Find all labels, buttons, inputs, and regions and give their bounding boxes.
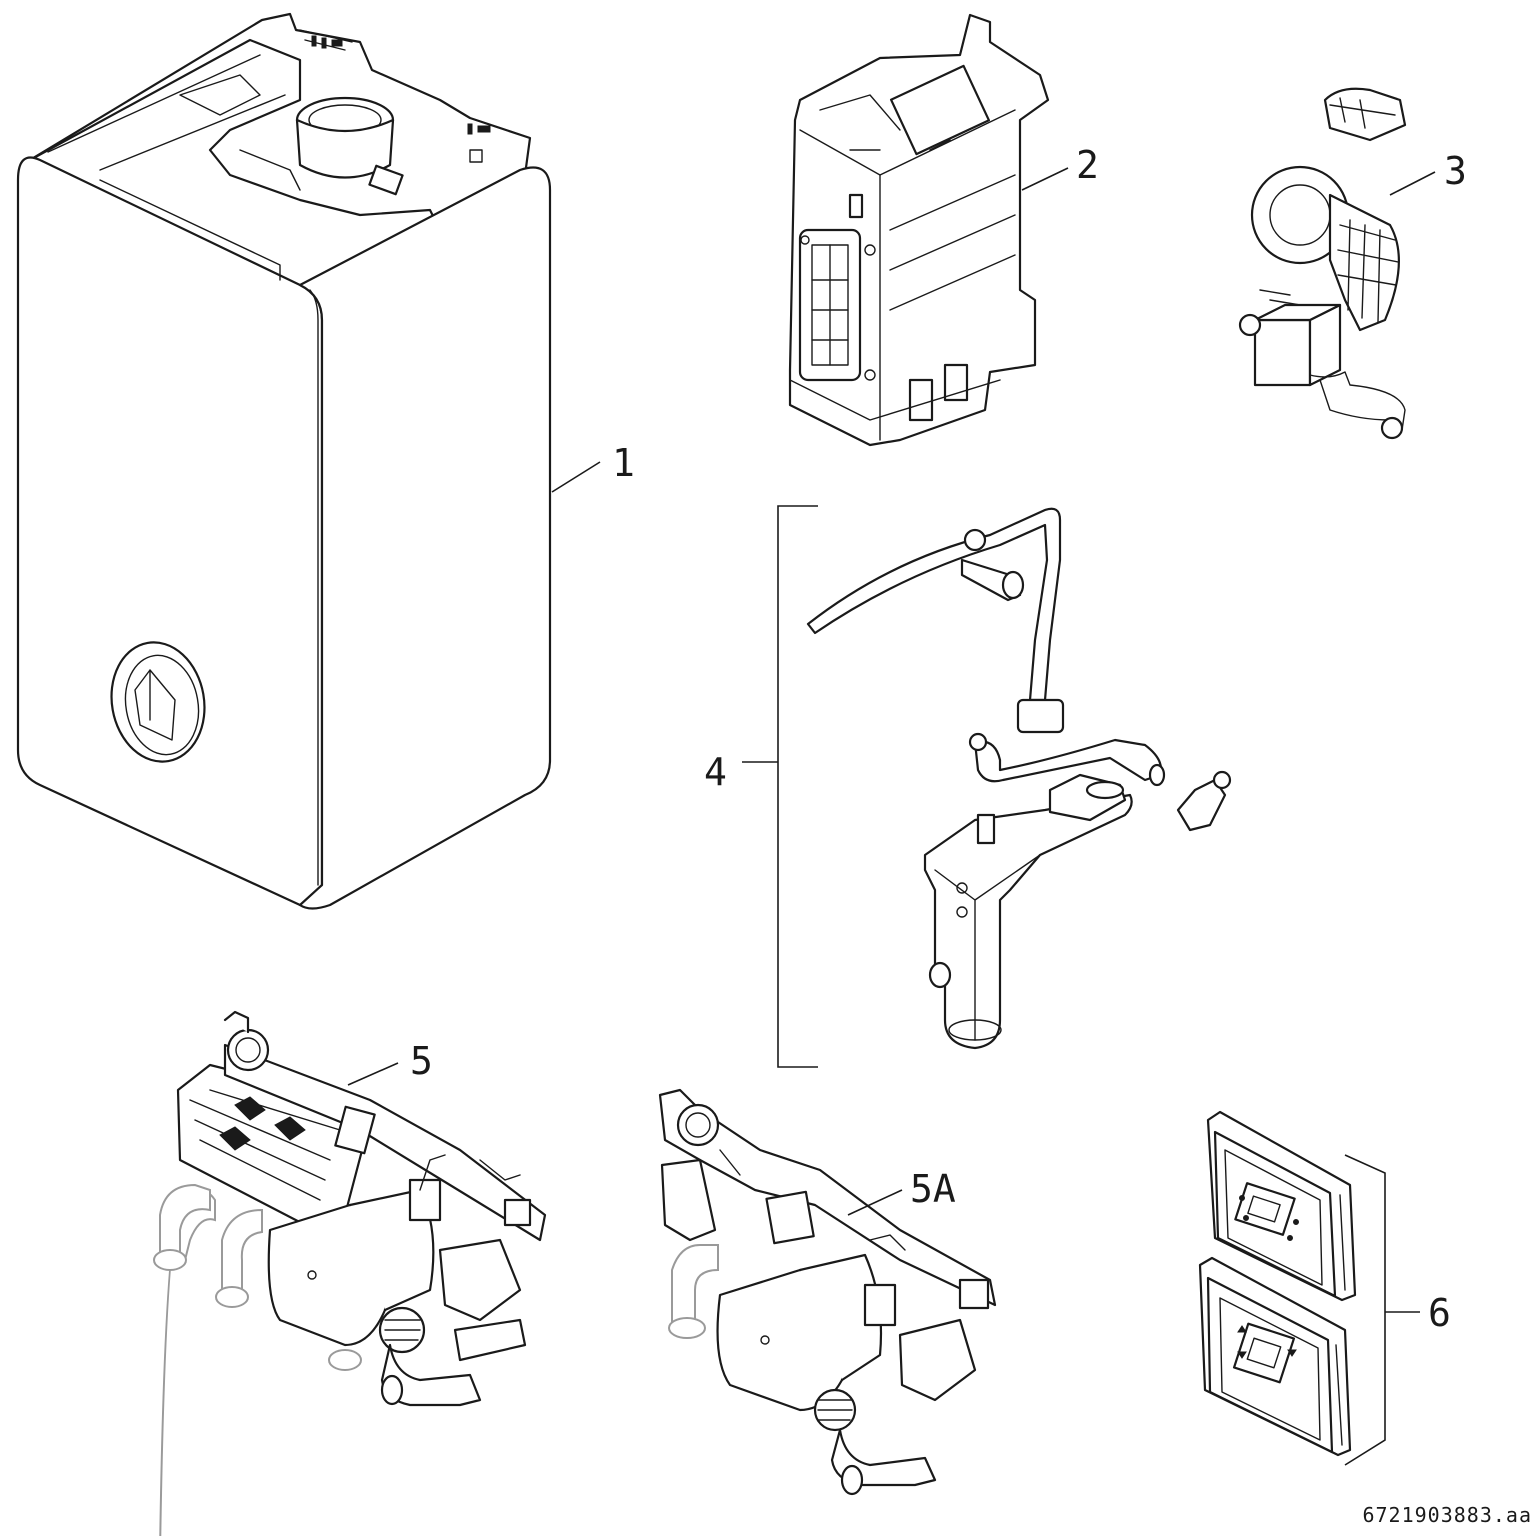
- callout-2: 2: [1076, 143, 1099, 187]
- part-3-fan-gas-valve: [1238, 87, 1407, 440]
- callout-3: 3: [1444, 149, 1467, 193]
- document-id: 6721903883.aa: [1362, 1503, 1532, 1527]
- callout-1: 1: [612, 441, 635, 485]
- callout-5: 5: [410, 1039, 433, 1083]
- part-4-pipe-set-siphon: [806, 507, 1232, 1050]
- callout-4: 4: [704, 750, 727, 794]
- part-6-control-units: [1198, 1110, 1357, 1457]
- part-5-hydraulic-block: [153, 1010, 547, 1536]
- part-1-boiler-casing: [16, 12, 552, 910]
- part-2-heat-exchanger: [788, 13, 1050, 447]
- part-5a-hydraulic-block: [658, 1088, 997, 1496]
- callout-5a: 5A: [910, 1167, 956, 1211]
- callout-6: 6: [1428, 1291, 1451, 1335]
